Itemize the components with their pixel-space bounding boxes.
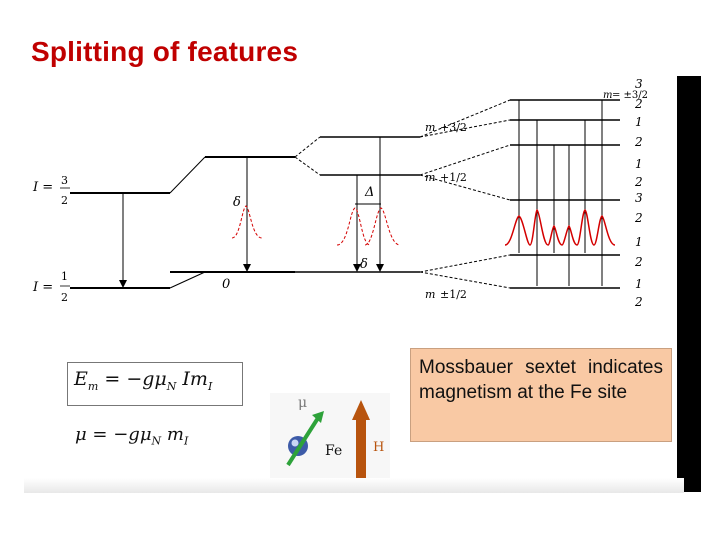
svg-text:3: 3 [635,77,643,91]
svg-text:3: 3 [61,174,68,187]
svg-text:2: 2 [634,211,643,225]
svg-text:= ±3/2: = ±3/2 [612,90,648,101]
energy-formula: Em = −gμN ImI [74,368,213,393]
magnetism-note: Mossbauer sextet indicates magnetism at … [410,348,672,442]
fe-moment-illustration: μ Fe H [270,393,390,493]
svg-text:μ: μ [298,395,307,411]
energy-formula-box [67,362,243,406]
svg-text:1: 1 [635,235,643,249]
zero-label: 0 [222,277,230,292]
svg-text:2: 2 [634,295,643,309]
svg-text:m: m [425,288,435,301]
svg-text:I =: I = [32,280,53,295]
svg-text:2: 2 [634,175,643,189]
moment-formula: μ = −gμN mI [75,424,189,448]
delta-label-left: δ [233,195,241,210]
delta-label-right: δ [360,257,368,272]
svg-text:+3/2: +3/2 [440,121,467,134]
svg-text:2: 2 [634,135,643,149]
single-peak [231,205,263,239]
svg-text:2: 2 [634,97,643,111]
black-sidebar [677,76,701,492]
Delta-label: Δ [364,185,374,200]
sextet-spectrum [504,209,616,246]
H-arrow [356,418,366,491]
bottom-shade [24,478,684,493]
slide-title: Splitting of features [31,36,299,67]
mu-arrow [286,416,320,467]
svg-text:2: 2 [61,194,68,207]
doublet-peak-2 [364,207,401,246]
svg-text:m: m [425,171,435,184]
svg-text:±1/2: ±1/2 [440,288,467,301]
svg-text:1: 1 [635,157,643,171]
svg-text:H: H [373,440,384,455]
svg-text:2: 2 [634,255,643,269]
svg-text:1: 1 [635,277,643,291]
level-I32-connector [169,156,206,194]
svg-text:I =: I = [32,180,53,195]
svg-text:Fe: Fe [325,443,342,459]
svg-text:m: m [603,90,612,101]
svg-text:3: 3 [635,191,643,205]
doublet-peak-1 [336,207,371,246]
svg-text:+1/2: +1/2 [440,171,467,184]
svg-text:m: m [425,121,435,134]
svg-text:1: 1 [635,115,643,129]
svg-text:2: 2 [61,291,68,304]
svg-text:1: 1 [61,270,68,283]
